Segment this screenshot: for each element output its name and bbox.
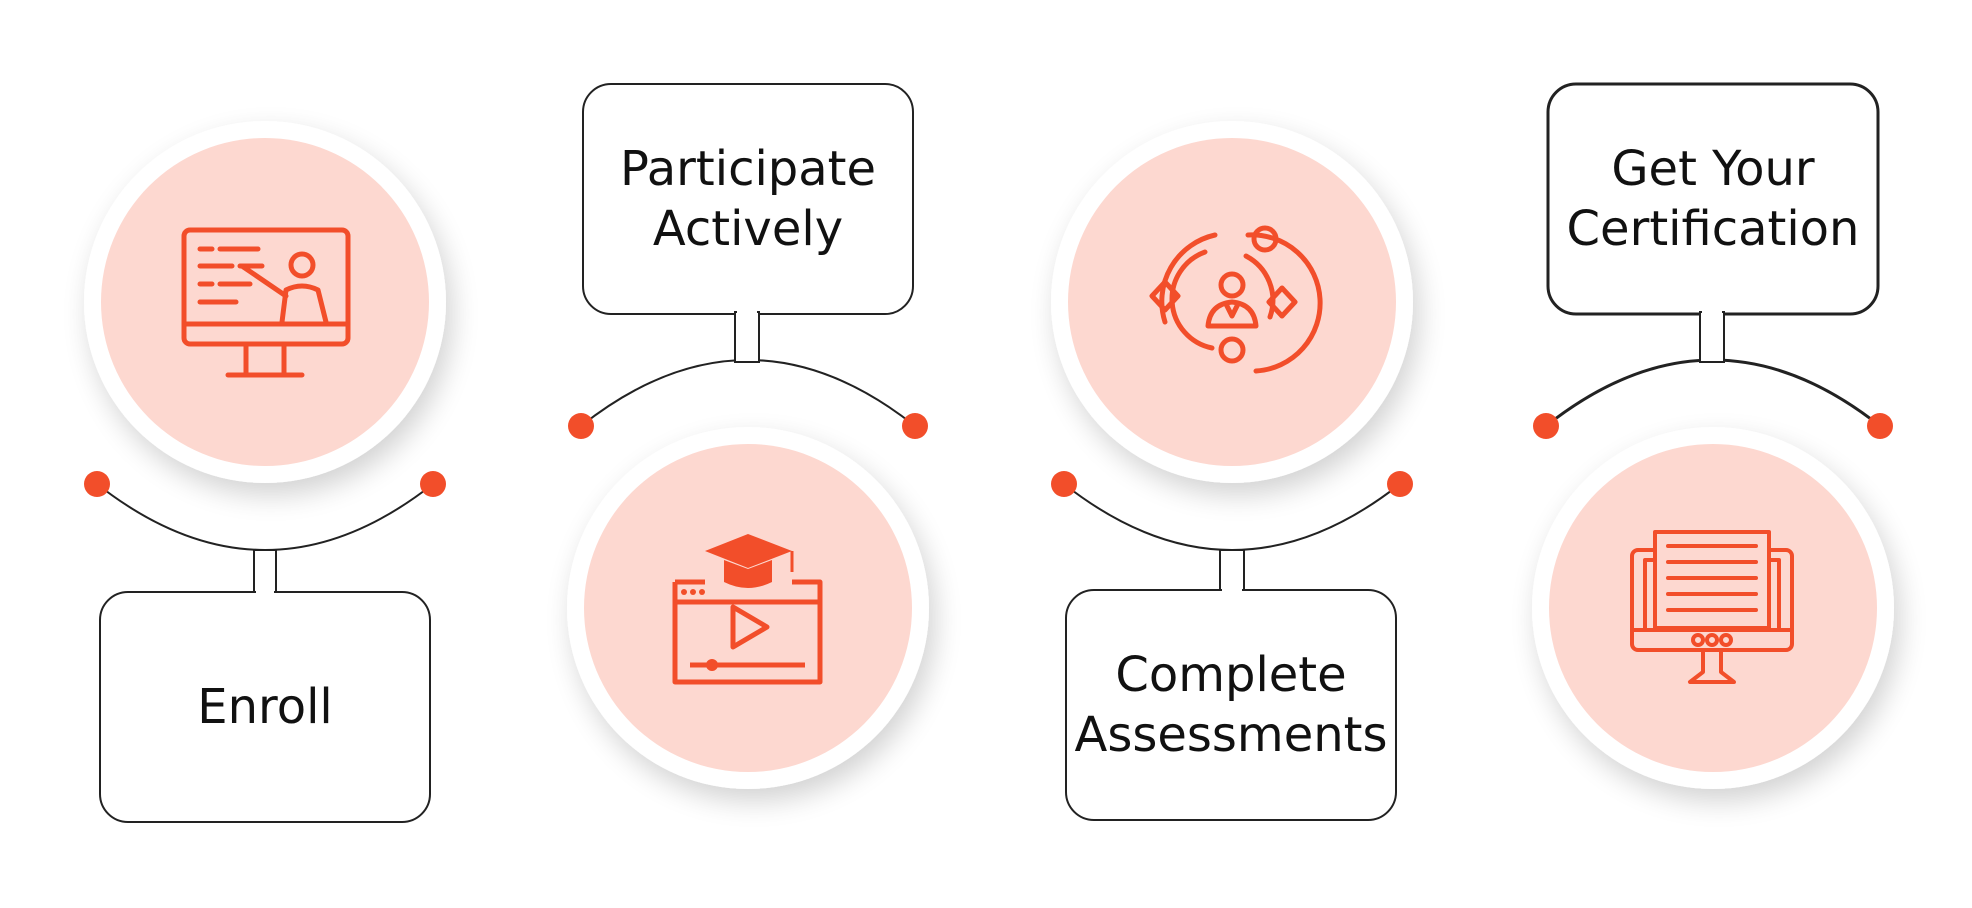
person-orbit-icon — [1149, 225, 1323, 374]
dot-right-certification — [1867, 413, 1893, 439]
dot-right-assessments — [1387, 471, 1413, 497]
circle-enroll — [84, 121, 446, 483]
step-participate — [567, 83, 929, 789]
circle-participate — [567, 427, 929, 789]
connector-enroll — [84, 471, 446, 593]
step-label-participate: Participate Actively — [619, 141, 877, 257]
dot-left-enroll — [84, 471, 110, 497]
dot-left-participate — [568, 413, 594, 439]
monitor-document-icon — [1630, 530, 1794, 684]
dot-left-assessments — [1051, 471, 1077, 497]
step-certification — [1532, 82, 1894, 789]
dot-left-certification — [1533, 413, 1559, 439]
step-label-assessments: Complete Assessments — [1074, 647, 1388, 763]
computer-teacher-icon — [181, 227, 351, 378]
step-label-certification: Get Your Certification — [1566, 141, 1860, 257]
dot-right-enroll — [420, 471, 446, 497]
connector-participate — [568, 306, 928, 439]
step-label-enroll: Enroll — [197, 679, 333, 735]
connector-certification — [1533, 306, 1893, 439]
step-assessments — [1051, 121, 1413, 821]
step-enroll — [84, 121, 446, 823]
dot-right-participate — [902, 413, 928, 439]
connector-assessments — [1051, 471, 1413, 593]
video-course-graduation-cap-icon — [672, 534, 823, 685]
